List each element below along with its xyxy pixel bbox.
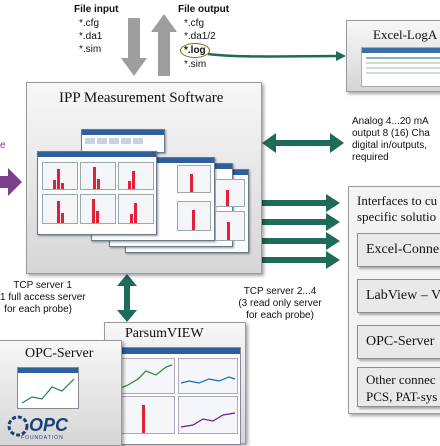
opc-logo-sub: FOUNDATION [21,435,64,441]
file-input-item: *.sim [79,44,102,55]
interfaces-box: Interfaces to cu specific solutio Excel-… [348,186,440,414]
parsumview-box: ParsumVIEW [104,322,246,445]
tcp1-line: 1 full access server [0,292,86,303]
file-output-title: File output [178,4,230,15]
excel-log-box: Excel-LogA [346,20,440,92]
tcp2-line: TCP server 2...4 [243,286,317,297]
interface-other-line: PCS, PAT-sys [366,389,438,404]
file-input-item: *.cfg [79,18,100,29]
file-output-list: *.cfg *.da1/2 *.log *.sim [180,17,216,71]
excel-log-title: Excel-LogA [373,27,438,42]
analog-io-text: Analog 4...20 mA output 8 (16) Cha digit… [352,116,430,164]
file-output-arrow [151,14,177,76]
tcp1-line: for each probe) [4,304,72,315]
interfaces-title-line: specific solutio [357,209,437,224]
opc-server-box: OPC-Server OPC FOUNDATION [0,340,122,446]
excel-log-screenshot [361,47,440,87]
file-input-arrow [121,18,147,76]
analog-line: required [352,152,389,163]
opc-foundation-logo: OPC FOUNDATION [7,413,69,441]
opc-server-title: OPC-Server [25,346,94,361]
analog-line: digital in/outputs, [352,140,428,151]
file-output-item-log: *.log [180,43,210,58]
parsumview-screenshot [111,347,241,445]
tcp1-text: TCP server 1 1 full access server for ea… [0,280,86,316]
tcp2-text: TCP server 2...4 (3 read only server for… [218,286,342,322]
opc-server-screenshot [17,367,79,409]
file-output-item: *.cfg [184,18,205,29]
tcp1-line: TCP server 1 [13,280,72,291]
log-to-excel-arrow [207,52,341,58]
ipp-window-1 [37,151,157,235]
interfaces-arrows [258,194,340,269]
file-output-item: *.da1/2 [184,31,216,42]
interfaces-title-line: Interfaces to cu [357,193,438,208]
interfaces-title: Interfaces to cu specific solutio [357,193,437,225]
file-input-item: *.da1 [79,31,103,42]
left-input-arrow [0,168,22,196]
file-output-item: *.sim [184,59,207,70]
file-input-list: *.cfg *.da1 *.sim [79,17,102,56]
interface-labview: LabView – V [357,279,440,313]
opc-logo-text: OPC [29,415,69,435]
tcp2-line: for each probe) [246,310,314,321]
analog-line: output 8 (16) Cha [352,128,430,139]
ipp-title: IPP Measurement Software [59,90,224,106]
parsumview-title: ParsumVIEW [125,326,204,341]
left-partial-text: e [0,140,6,151]
analog-line: Analog 4...20 mA [352,116,429,127]
ipp-toolbar-window [81,129,165,153]
interface-excel: Excel-Conne [357,233,440,267]
parsum-arrow [117,274,137,322]
file-input-title: File input [74,4,119,15]
ipp-software-box: IPP Measurement Software [26,82,262,274]
tcp2-line: (3 read only server [238,298,322,309]
interface-other: Other connec PCS, PAT-sys [357,367,440,407]
interface-other-line: Other connec [366,372,436,387]
interface-opc: OPC-Server [357,325,440,359]
analog-io-arrow [262,133,344,153]
